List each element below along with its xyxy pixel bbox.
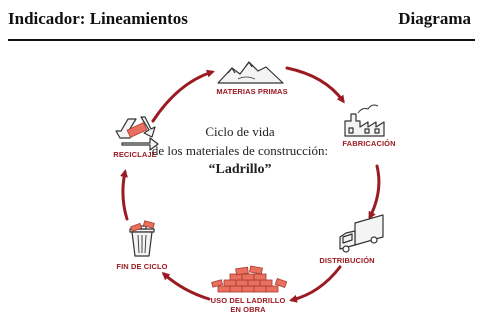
label-materias-primas: MATERIAS PRIMAS <box>216 87 287 96</box>
trash-can-icon <box>129 220 155 257</box>
label-reciclaje: RECICLAJE <box>113 150 156 159</box>
arrow-fabricacion-to-distribucion <box>368 164 381 220</box>
caption-line2: de los materiales de construcción: <box>151 143 329 158</box>
arrow-fin-to-reciclaje <box>120 169 129 221</box>
label-distribucion: DISTRIBUCIÓN <box>319 256 374 265</box>
cycle-caption: Ciclo de vida de los materiales de const… <box>140 122 340 179</box>
label-uso-line2: EN OBRA <box>230 305 266 314</box>
arrow-materias-to-fabricacion <box>285 66 345 104</box>
factory-icon <box>344 104 385 137</box>
label-uso-line1: USO DEL LADRILLO <box>211 296 286 305</box>
truck-icon <box>339 214 384 253</box>
recycle-icon <box>115 116 159 151</box>
life-cycle-diagram: MATERIAS PRIMAS FABRICACIÓN DISTRIBUCIÓN <box>113 61 395 314</box>
mountains-icon <box>217 61 284 84</box>
arrow-distribucion-to-uso <box>289 265 342 303</box>
caption-line3: “Ladrillo” <box>208 162 272 177</box>
arrow-reciclaje-to-materias <box>151 69 215 123</box>
page-header: Indicador: Lineamientos Diagrama <box>0 0 477 40</box>
label-fabricacion: FABRICACIÓN <box>342 139 395 148</box>
indicator-title: Indicador: Lineamientos <box>8 9 188 28</box>
section-title: Diagrama <box>398 9 471 28</box>
header-rule <box>8 39 475 41</box>
label-fin-de-ciclo: FIN DE CICLO <box>116 262 167 271</box>
brick-pile-icon <box>211 265 288 293</box>
cycle-arrows <box>120 66 381 303</box>
arrow-uso-to-fin <box>161 272 211 301</box>
caption-line1: Ciclo de vida <box>205 124 275 139</box>
